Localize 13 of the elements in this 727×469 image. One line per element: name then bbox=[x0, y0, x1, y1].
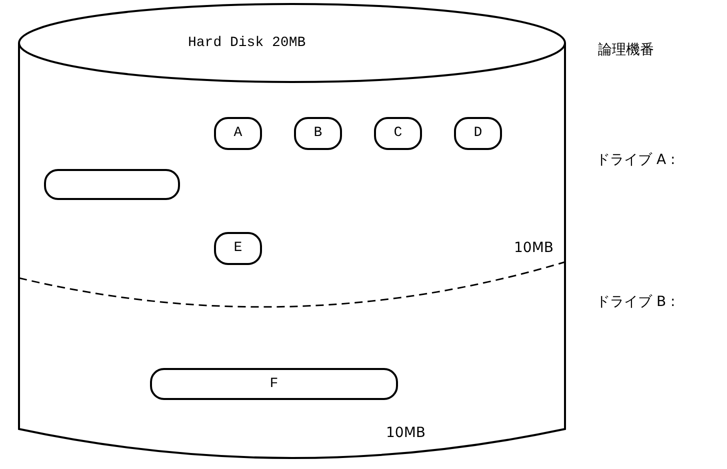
drive-box: B bbox=[294, 117, 342, 150]
drive-box: F bbox=[150, 368, 398, 400]
text-label: ドライブ A : bbox=[596, 151, 676, 170]
drive-box bbox=[44, 169, 180, 200]
drive-box: D bbox=[454, 117, 502, 150]
drive-box: A bbox=[214, 117, 262, 150]
text-label: 10MB bbox=[386, 424, 426, 443]
drive-box: C bbox=[374, 117, 422, 150]
disk-title: Hard Disk 20MB bbox=[188, 34, 306, 53]
drive-box: E bbox=[214, 232, 262, 265]
text-label: 10MB bbox=[514, 239, 554, 258]
text-label: 論理機番 bbox=[598, 41, 654, 60]
text-label: ドライブ B : bbox=[596, 293, 676, 312]
